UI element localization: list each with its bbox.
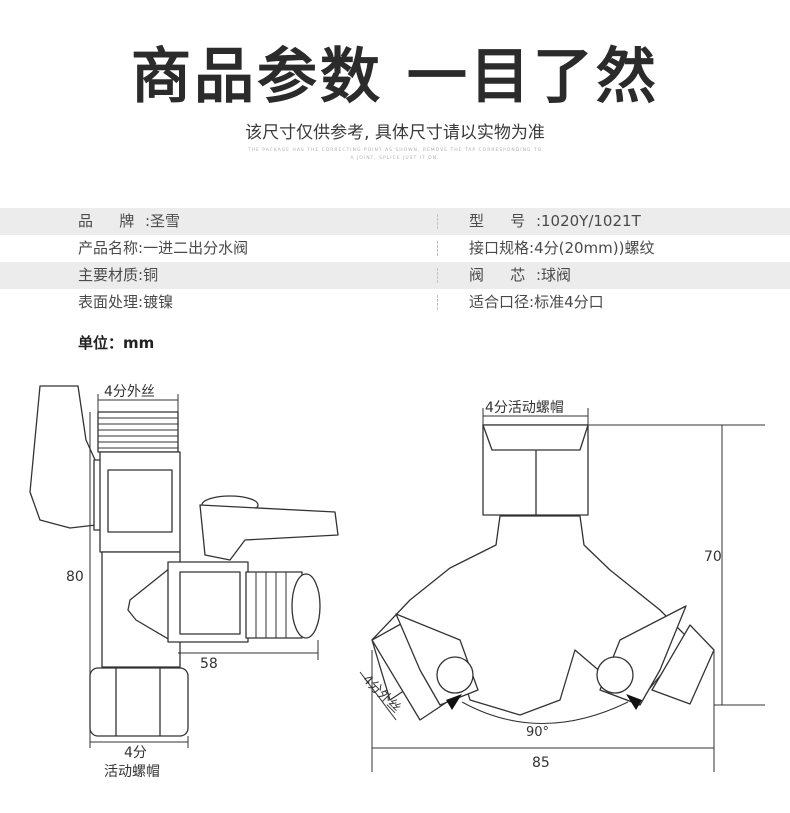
spec-right: 适合口径:标准4分口 <box>469 289 604 316</box>
right-height-label: 70 <box>704 549 722 565</box>
spec-value: 4分(20mm))螺纹 <box>534 239 655 257</box>
spec-row: 产品名称:一进二出分水阀 接口规格:4分(20mm))螺纹 <box>0 235 790 262</box>
spec-right: 接口规格:4分(20mm))螺纹 <box>469 235 654 262</box>
right-width-label: 85 <box>532 755 550 771</box>
left-width-label: 58 <box>200 656 218 672</box>
spec-divider <box>437 214 438 229</box>
side-outlet-recess <box>179 571 241 635</box>
left-height-label: 80 <box>66 569 84 585</box>
spec-divider <box>437 295 438 310</box>
spec-label: 表面处理: <box>78 293 144 311</box>
left-valve-drawing <box>29 385 339 737</box>
rotation-arrows <box>446 694 642 710</box>
spec-label: 接口规格: <box>469 239 535 257</box>
right-dimensions <box>359 408 765 772</box>
spec-label: 产品名称: <box>78 239 144 257</box>
spec-row: 主要材质:铜 阀 芯:球阀 <box>0 262 790 289</box>
spec-value: 铜 <box>143 266 159 284</box>
spec-row: 表面处理:镀镍 适合口径:标准4分口 <box>0 289 790 316</box>
spec-left: 品 牌:圣雪 <box>78 208 180 235</box>
spec-divider <box>437 268 438 283</box>
right-angle-label: 90° <box>526 725 549 740</box>
bottom-nut <box>89 667 189 737</box>
spec-right: 阀 芯:球阀 <box>469 262 571 289</box>
spec-left: 主要材质:铜 <box>78 262 158 289</box>
fine-print-line-2: A JOINT, SPLICE JUST IT ON. <box>350 156 440 161</box>
spec-divider <box>437 241 438 256</box>
valve-handle-right <box>199 504 339 561</box>
top-nut-face <box>482 424 589 451</box>
spec-right: 型 号:1020Y/1021T <box>469 208 641 235</box>
spec-value: 球阀 <box>541 266 572 284</box>
spec-label: 品 牌: <box>78 212 150 230</box>
page-title: 商品参数 一目了然 <box>131 42 659 112</box>
unit-label: 单位：mm <box>78 334 155 352</box>
spec-value: 标准4分口 <box>534 293 604 311</box>
right-top-label: 4分活动螺帽 <box>485 400 564 416</box>
spec-left: 产品名称:一进二出分水阀 <box>78 235 248 262</box>
left-rotation-arrow <box>446 694 462 710</box>
spec-value: 1020Y/1021T <box>541 212 641 230</box>
side-thread-lines <box>255 572 287 638</box>
valve-handle-left <box>29 385 97 529</box>
body-recess <box>107 469 173 533</box>
spec-row: 品 牌:圣雪 型 号:1020Y/1021T <box>0 208 790 235</box>
left-dimensions <box>89 394 319 748</box>
left-bottom-label-2: 活动螺帽 <box>104 764 160 780</box>
right-valve-drawing <box>371 424 715 721</box>
spec-value: 圣雪 <box>150 212 181 230</box>
right-thread <box>651 624 715 705</box>
left-knob <box>436 656 474 694</box>
angle-arc <box>461 701 629 724</box>
left-top-label: 4分外丝 <box>104 384 155 400</box>
spec-label: 适合口径: <box>469 293 535 311</box>
fine-print-line-1: THE PACKAGE HAS THE CORRECTING POINT AS … <box>247 148 543 153</box>
right-knob <box>596 656 634 694</box>
spec-label: 型 号: <box>469 212 541 230</box>
spec-value: 一进二出分水阀 <box>143 239 249 257</box>
thread-lines <box>98 417 178 449</box>
right-rotation-arrow <box>626 694 642 710</box>
top-thread <box>97 411 179 453</box>
spec-left: 表面处理:镀镍 <box>78 289 173 316</box>
left-bottom-label-1: 4分 <box>124 745 147 761</box>
spec-value: 镀镍 <box>143 293 174 311</box>
page-subtitle: 该尺寸仅供参考, 具体尺寸请以实物为准 <box>245 123 545 143</box>
side-opening <box>291 573 321 639</box>
spec-table: 品 牌:圣雪 型 号:1020Y/1021T 产品名称:一进二出分水阀 接口规格… <box>0 208 790 316</box>
spec-label: 主要材质: <box>78 266 144 284</box>
spec-label: 阀 芯: <box>469 266 541 284</box>
